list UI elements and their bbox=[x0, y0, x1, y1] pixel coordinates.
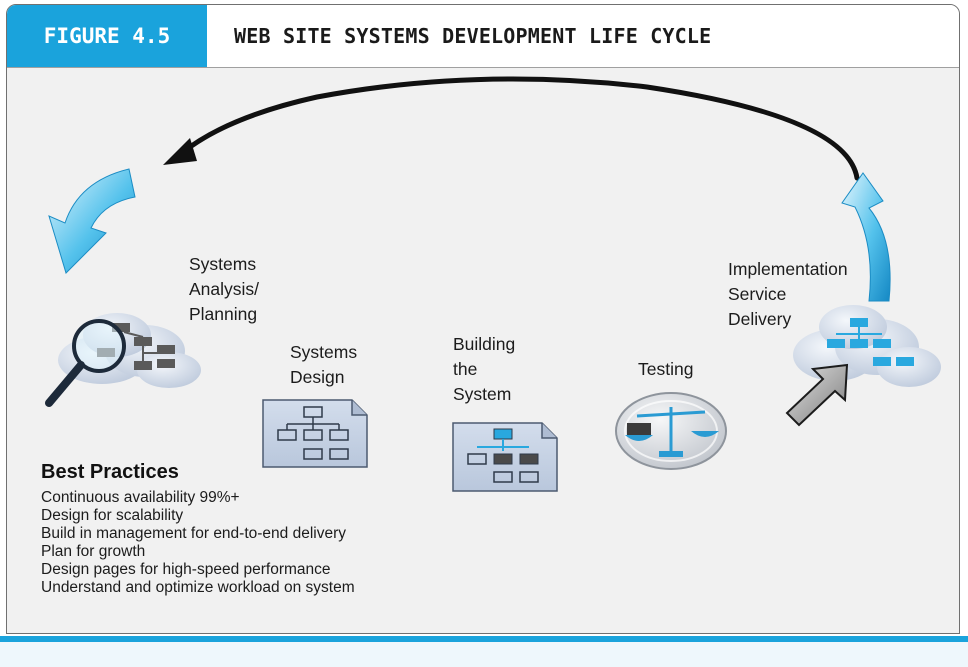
org-chart-icon bbox=[827, 318, 914, 366]
org-chart-icon bbox=[277, 406, 349, 460]
stage-testing-label: Testing bbox=[638, 359, 693, 379]
stage-label-line: Testing bbox=[638, 359, 693, 379]
stage-label-line: Systems bbox=[189, 254, 256, 274]
figure-title: WEB SITE SYSTEMS DEVELOPMENT LIFE CYCLE bbox=[234, 24, 712, 48]
best-practice-item: Design for scalability bbox=[41, 507, 183, 524]
analysis-planning-icon bbox=[45, 313, 201, 407]
org-chart-icon bbox=[467, 428, 539, 483]
stage-label-line: the bbox=[453, 359, 477, 379]
best-practice-item: Plan for growth bbox=[41, 543, 145, 560]
stage-analysis-label: Systems Analysis/ Planning bbox=[189, 254, 264, 324]
best-practice-item: Build in management for end-to-end deliv… bbox=[41, 525, 346, 542]
figure-frame: FIGURE 4.5 WEB SITE SYSTEMS DEVELOPMENT … bbox=[6, 4, 960, 634]
building-document-icon bbox=[452, 422, 558, 492]
stage-label-line: Systems bbox=[290, 342, 357, 362]
stage-label-line: Service bbox=[728, 284, 786, 304]
figure-header: FIGURE 4.5 WEB SITE SYSTEMS DEVELOPMENT … bbox=[7, 5, 959, 68]
stage-label-line: Implementation bbox=[728, 259, 848, 279]
best-practice-item: Design pages for high-speed performance bbox=[41, 561, 331, 578]
implementation-icon bbox=[785, 305, 941, 427]
best-practice-item: Understand and optimize workload on syst… bbox=[41, 579, 355, 596]
cycle-arrow-icon bbox=[163, 76, 860, 181]
stage-label-line: Planning bbox=[189, 304, 257, 324]
stage-label-line: System bbox=[453, 384, 511, 404]
best-practices-title: Best Practices bbox=[41, 461, 179, 483]
figure-label: FIGURE 4.5 bbox=[7, 5, 207, 67]
magnifier-icon bbox=[45, 319, 126, 407]
stage-implementation-label: Implementation Service Delivery bbox=[728, 259, 853, 329]
best-practice-item: Continuous availability 99%+ bbox=[41, 489, 240, 506]
pointer-arrow-icon bbox=[785, 363, 849, 427]
right-blue-arrow-icon bbox=[841, 172, 891, 302]
stage-label-line: Analysis/ bbox=[189, 279, 259, 299]
lifecycle-diagram: Systems Analysis/ Planning Systems Desig… bbox=[41, 76, 941, 596]
design-document-icon bbox=[262, 399, 368, 468]
stage-label-line: Building bbox=[453, 334, 515, 354]
stage-label-line: Design bbox=[290, 367, 344, 387]
scales-icon bbox=[615, 392, 727, 470]
stage-label-line: Delivery bbox=[728, 309, 791, 329]
left-blue-arrow-icon bbox=[48, 168, 136, 274]
stage-building-label: Building the System bbox=[453, 334, 520, 404]
bottom-accent-bar bbox=[0, 636, 968, 667]
stage-design-label: Systems Design bbox=[290, 342, 362, 387]
